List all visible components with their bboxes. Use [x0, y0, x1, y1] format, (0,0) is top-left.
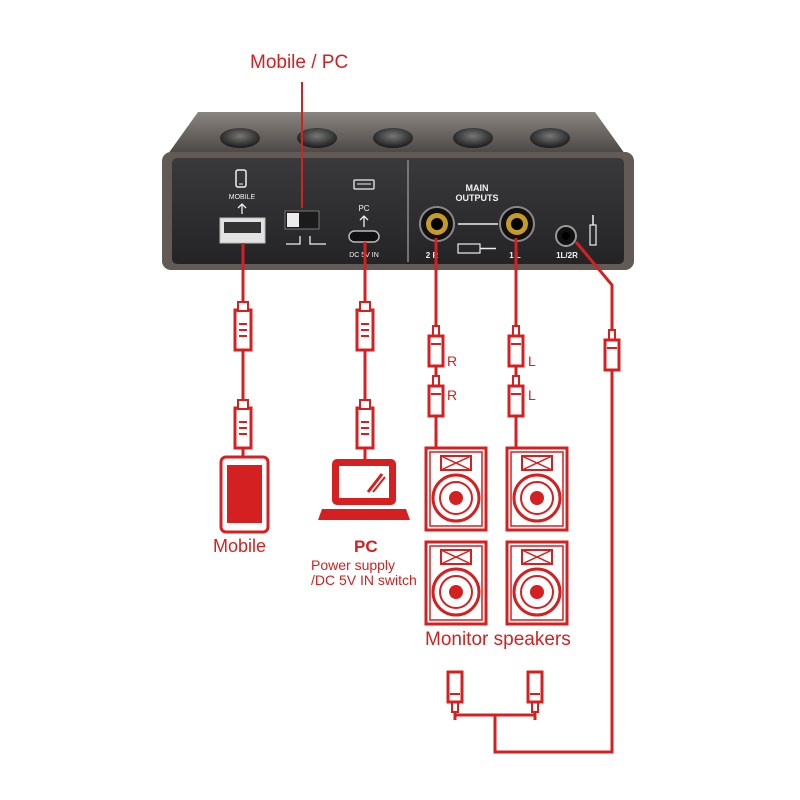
- phone-icon: [235, 169, 247, 188]
- usb-icon: [353, 179, 375, 190]
- top-knobs: [220, 128, 570, 148]
- pc-description: Power supply /DC 5V IN switch: [311, 557, 417, 588]
- speaker-icon: [424, 446, 569, 626]
- trs-plug-icon: [457, 243, 496, 254]
- headphone-plug-icon: [589, 215, 597, 246]
- audio-interface-rear-panel: MOBILE PC DC 5V IN MAIN OUTPUTS: [162, 112, 634, 270]
- cable-letter-right-bottom: R: [447, 387, 457, 403]
- usb-c-port: [348, 230, 380, 243]
- main-outputs-label-line2: OUTPUTS: [455, 193, 498, 203]
- output-2r-label: 2 R: [426, 251, 439, 260]
- headphone-label: 1L/2R: [556, 251, 578, 260]
- usb-a-port: [219, 217, 266, 244]
- output-2r-jack: [419, 206, 455, 242]
- pc-port-label: PC: [358, 204, 369, 213]
- switch-label: Mobile / PC: [250, 52, 349, 73]
- pc-label: PC: [354, 537, 378, 556]
- main-outputs-label-line1: MAIN: [466, 183, 489, 193]
- cable-letter-left-top: L: [528, 353, 536, 369]
- cable-letter-left-bottom: L: [528, 387, 536, 403]
- mobile-pc-switch: [284, 210, 326, 245]
- headphone-jack: [555, 225, 577, 247]
- monitor-speakers-label: Monitor speakers: [425, 629, 571, 650]
- output-1l-jack: [499, 206, 535, 242]
- phone-device-icon: [219, 455, 270, 534]
- mobile-port-label: MOBILE: [229, 194, 256, 201]
- laptop-icon: [318, 459, 410, 520]
- cable-letter-right-top: R: [447, 353, 457, 369]
- mobile-label: Mobile: [213, 536, 267, 556]
